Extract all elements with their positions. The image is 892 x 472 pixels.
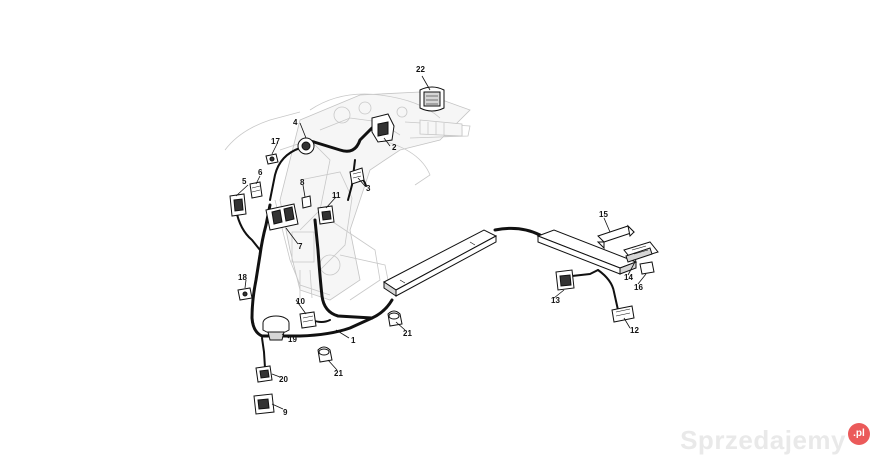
cable-duct-2: [536, 229, 638, 275]
callout-22: 22: [416, 65, 425, 74]
callout-21-lower: 21: [334, 369, 343, 378]
callout-1: 1: [351, 336, 356, 345]
callout-labels: 1 2 3 4 5 6 7 8 9 10 11 12 13 14 15 16 1…: [238, 65, 643, 417]
part-10-connector: [299, 311, 317, 329]
callout-7: 7: [298, 242, 303, 251]
steering-column-part: [419, 119, 463, 137]
callout-8: 8: [300, 178, 305, 187]
watermark: Sprzedajemy .pl: [680, 422, 870, 456]
part-17-clip: [265, 153, 279, 165]
part-22-clip: [419, 86, 445, 112]
part-6-connector: [249, 181, 263, 199]
watermark-text: Sprzedajemy: [680, 425, 846, 455]
part-11-connector: [317, 205, 335, 225]
part-21-clip-lower: [317, 346, 333, 363]
callout-4: 4: [293, 118, 298, 127]
callout-14: 14: [624, 273, 633, 282]
callout-21-upper: 21: [403, 329, 412, 338]
callout-18: 18: [238, 273, 247, 282]
part-3-connector: [349, 167, 365, 185]
callout-9: 9: [283, 408, 288, 417]
part-4-connector: [297, 137, 315, 155]
part-20-connector: [255, 365, 273, 383]
callout-6: 6: [258, 168, 263, 177]
cable-duct-1: [383, 229, 498, 297]
part-16-clip: [639, 261, 655, 275]
callout-17: 17: [271, 137, 280, 146]
callout-12: 12: [630, 326, 639, 335]
part-19-knob: [262, 315, 290, 341]
callout-13: 13: [551, 296, 560, 305]
part-7-module: [265, 203, 299, 231]
part-8-clip: [301, 195, 312, 209]
callout-5: 5: [242, 177, 247, 186]
part-2-connector: [371, 113, 395, 143]
part-18-clip: [237, 287, 253, 301]
part-13-connector: [555, 269, 575, 291]
callout-15: 15: [599, 210, 608, 219]
callout-10: 10: [296, 297, 305, 306]
part-12-connector: [611, 305, 635, 323]
part-15-bracket: [596, 224, 635, 250]
watermark-badge: .pl: [848, 422, 870, 445]
part-9-connector: [253, 393, 275, 415]
part-5-connector: [229, 193, 247, 217]
callout-19: 19: [288, 335, 297, 344]
leader-lines: [235, 75, 647, 410]
callout-16: 16: [634, 283, 643, 292]
callout-20: 20: [279, 375, 288, 384]
callout-3: 3: [366, 184, 371, 193]
part-21-clip-upper: [387, 310, 403, 327]
callout-2: 2: [392, 143, 397, 152]
callout-11: 11: [332, 191, 341, 200]
part-14-module: [623, 241, 659, 263]
